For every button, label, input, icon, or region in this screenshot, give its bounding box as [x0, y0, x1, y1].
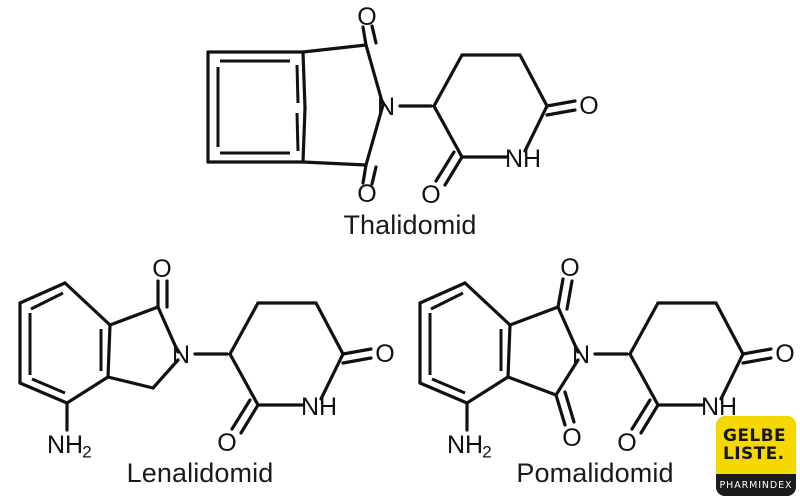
- atom-label-oxygen: O: [775, 340, 794, 368]
- atom-label-oxygen: O: [217, 429, 236, 457]
- atom-label-oxygen: O: [560, 254, 579, 282]
- logo-line-1: GELBE: [723, 426, 786, 446]
- carbonyl-top-left: O: [152, 255, 172, 309]
- atom-label-nitrogen: N: [172, 341, 190, 369]
- atom-label-nitrogen: N: [572, 341, 590, 369]
- atom-label-oxygen: O: [152, 255, 171, 283]
- compound-name-thalidomid: Thalidomid: [343, 210, 477, 240]
- carbonyl-bottom-right: O: [617, 398, 660, 457]
- structure-lenalidomid: NH 2 O N: [15, 255, 415, 462]
- carbonyl-right: O: [741, 340, 795, 368]
- carbonyl-right: O: [545, 92, 599, 120]
- atom-label-oxygen: O: [421, 181, 440, 209]
- atom-label-oxygen: O: [357, 3, 376, 31]
- atom-label-n: NH: [447, 431, 483, 459]
- structure-thalidomid: O O N O: [190, 3, 620, 210]
- phthalimide-ring: [506, 305, 580, 397]
- atom-label-n: NH: [47, 431, 83, 459]
- amino-group: NH 2: [447, 401, 492, 462]
- compound-name-pomalidomid: Pomalidomid: [516, 458, 674, 488]
- atom-label-oxygen: O: [579, 92, 598, 120]
- gelbe-liste-logo[interactable]: GELBE LISTE. PHARMINDEX: [716, 416, 796, 496]
- phthalimide-ring: [301, 43, 385, 167]
- carbonyl-bottom-right: O: [217, 398, 260, 457]
- carbonyl-bottom-left: O: [357, 163, 378, 208]
- glutarimide-ring: [228, 301, 345, 407]
- thalidomid-skeletal-formula: O O N O: [206, 3, 599, 209]
- logo-wordmark: GELBE LISTE.: [716, 416, 796, 474]
- isoindolinone-ring: [106, 305, 180, 390]
- logo-subtitle-bar: PHARMINDEX: [716, 474, 796, 496]
- atom-label-nitrogen: N: [377, 93, 395, 121]
- atom-label-nh: NH: [301, 393, 337, 421]
- atom-label-oxygen: O: [375, 340, 394, 368]
- atom-label-nh: NH: [505, 145, 541, 173]
- pomalidomid-skeletal-formula: NH 2 O O N: [418, 254, 795, 462]
- benzene-ring: [206, 50, 307, 164]
- structure-pomalidomid: NH 2 O O N: [415, 254, 800, 462]
- benzene-ring: [418, 281, 512, 405]
- lenalidomid-skeletal-formula: NH 2 O N: [18, 255, 395, 462]
- logo-subtitle: PHARMINDEX: [719, 479, 793, 491]
- carbonyl-bottom-left: O: [554, 390, 582, 452]
- carbonyl-top-left: O: [357, 3, 378, 47]
- atom-label-subscript-2: 2: [82, 443, 91, 462]
- logo-line-2: LISTE.: [723, 444, 785, 464]
- carbonyl-right: O: [341, 340, 395, 368]
- glutarimide-ring: [628, 301, 745, 407]
- atom-label-oxygen: O: [562, 424, 581, 452]
- atom-label-oxygen: O: [357, 180, 376, 208]
- carbonyl-top-left: O: [556, 254, 580, 311]
- carbonyl-bottom-right: O: [421, 150, 464, 209]
- atom-label-oxygen: O: [617, 429, 636, 457]
- glutarimide-ring: [432, 53, 549, 159]
- benzene-ring: [18, 281, 112, 405]
- atom-label-subscript-2: 2: [482, 443, 491, 462]
- compound-name-lenalidomid: Lenalidomid: [126, 458, 274, 488]
- amino-group: NH 2: [47, 401, 92, 462]
